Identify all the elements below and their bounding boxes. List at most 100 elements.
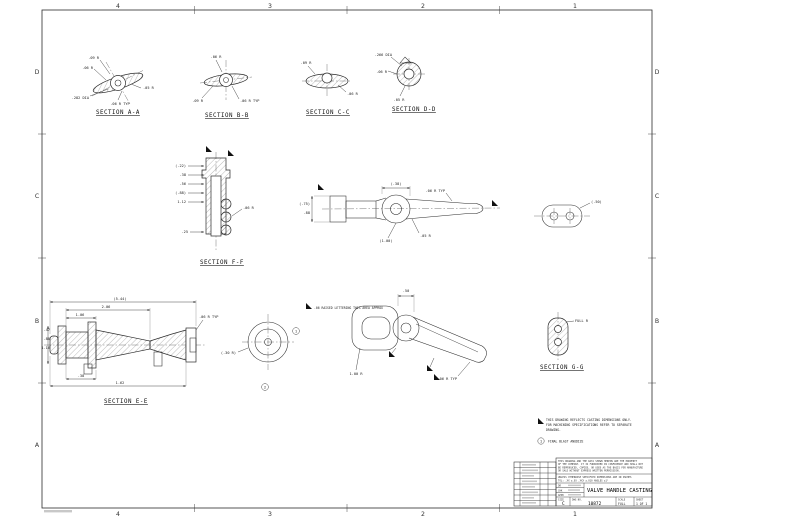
note-ref-circle: 1: [292, 327, 300, 335]
note-ref-circle: 2: [261, 383, 269, 391]
note-line: DRAWING.: [546, 428, 561, 432]
sig-drawn-label: DR: [558, 485, 561, 488]
drawing-title: VALVE HANDLE CASTING: [587, 488, 652, 494]
dim-label: .09 R: [301, 61, 313, 65]
dim-label: .50: [403, 289, 410, 293]
proprietary-note-line: OR SALE WITHOUT EXPRESS WRITTEN PERMISSI…: [558, 470, 620, 473]
zone-top-2: 2: [421, 3, 425, 10]
size-value: C: [562, 501, 565, 507]
section-aa-label: SECTION A-A: [96, 110, 140, 116]
view-handle-plan: .50 1.00 R .06 R TYP: [350, 289, 487, 381]
dim-label: (5.44): [114, 297, 127, 301]
dim-label: .06 R: [347, 92, 359, 96]
dim-label: .38: [78, 374, 85, 378]
dim-label: .06 R: [211, 55, 223, 59]
dim-label: FULL R: [575, 319, 589, 323]
dim-label: .88: [44, 337, 51, 341]
zone-bottom-2: 2: [421, 511, 425, 517]
dim-label: .06 R: [376, 70, 388, 74]
zone-right-a: A: [655, 442, 660, 449]
dim-label: .09 R: [88, 56, 100, 60]
zone-left-d: D: [35, 69, 40, 76]
tolerance-note-line: TOL: .XX ±.03 .XXX ±.010 ANGLES ±1°: [558, 479, 609, 482]
note-line: THIS DRAWING REFLECTS CASTING DIMENSIONS…: [546, 418, 632, 422]
note-ref-number: 1: [295, 330, 297, 334]
dim-label: .25: [182, 230, 189, 234]
dim-label: .06 R TYP: [426, 189, 445, 193]
proprietary-note-line: THIS DRAWING AND THE DATA SHOWN HEREON A…: [558, 460, 638, 463]
datum-flag-icon: [427, 365, 433, 371]
plot-stamp: [44, 510, 72, 513]
dwg-no-label: DWG NO.: [572, 498, 582, 501]
dim-label: (1.00): [380, 239, 393, 243]
dim-label: .282 DIA: [72, 96, 90, 100]
view-section-gg: FULL R SECTION G-G: [540, 312, 589, 371]
view-handle-end: (.50): [534, 200, 602, 228]
proprietary-note-line: OF THE COMPANY. IT IS FURNISHED IN CONFI…: [558, 463, 643, 466]
proprietary-note-line: BE REPRODUCED, COPIED, OR USED AS THE BA…: [558, 466, 643, 469]
section-dd-label: SECTION D-D: [392, 107, 436, 113]
dim-label: .06 R TYP: [240, 99, 259, 103]
sig-appd-label: APPD: [558, 494, 564, 497]
dim-label: .47: [44, 328, 51, 332]
dim-label: .06 R: [82, 66, 94, 70]
section-ff-label: SECTION F-F: [200, 260, 244, 266]
note-ref-circle: 1: [537, 437, 545, 445]
dim-label: .06 R: [243, 206, 255, 210]
view-section-ee: (5.44) 2.06 1.06 .47 .88 1.16 .38 1.62 .…: [41, 297, 218, 405]
datum-flag-icon: [318, 184, 324, 190]
dim-label: .05 R: [420, 234, 432, 238]
datum-flag-icon: [389, 351, 395, 357]
dim-label: (.22): [175, 164, 186, 168]
dim-label: .06 R TYP: [199, 315, 218, 319]
zone-left-b: B: [35, 318, 39, 325]
section-bb-label: SECTION B-B: [205, 113, 249, 119]
dim-label: (.88): [175, 191, 186, 195]
section-ee-label: SECTION E-E: [104, 399, 148, 405]
parts-list-table: [513, 461, 557, 507]
dim-label: 1.12: [177, 200, 186, 204]
zone-right-d: D: [655, 69, 660, 76]
dim-label: 1.62: [116, 381, 125, 385]
zone-left-c: C: [35, 193, 39, 200]
dim-label: .05 R: [143, 86, 155, 90]
dim-label: 2.06: [102, 305, 111, 309]
view-section-bb: .06 R .09 R .06 R TYP SECTION B-B: [192, 55, 259, 119]
dim-label: (.30 R): [221, 351, 236, 355]
dim-label: .06 R TYP: [438, 377, 457, 381]
dim-label: .56: [180, 182, 187, 186]
view-section-ff: (.22) .38 .56 (.88) 1.12 .25 .06 R SECTI…: [175, 146, 255, 266]
zone-top-4: 4: [116, 3, 120, 10]
dim-label: .88: [304, 211, 311, 215]
zone-bottom-3: 3: [268, 511, 272, 517]
dim-label: (.75): [299, 202, 310, 206]
datum-flag-icon: [492, 200, 498, 206]
zone-top-1: 1: [573, 3, 577, 10]
sheet-value: 1 OF 1: [636, 502, 647, 506]
section-cc-label: SECTION C-C: [306, 110, 350, 116]
view-handle-side: (.75) .88 (.38) .06 R TYP (1.00) .05 R: [299, 182, 501, 243]
note-anodize: FINAL BLAST ANODIZE: [548, 439, 584, 443]
raised-lettering-note: .06 RAISED LETTERING THIS AREA APPROX: [314, 306, 383, 310]
dim-label: 1.06: [76, 313, 85, 317]
zone-right-b: B: [655, 318, 659, 325]
dim-label: 1.16: [41, 346, 50, 350]
dim-label: (.50): [591, 200, 602, 204]
dim-label: .06 R TYP: [110, 102, 129, 106]
datum-flag-icon: [228, 150, 234, 156]
dim-label: .09 R: [192, 99, 204, 103]
zone-right-c: C: [655, 193, 659, 200]
note-ref-number: 1: [540, 439, 542, 443]
view-section-dd: .266 DIA .06 R .05 R SECTION D-D: [375, 53, 436, 113]
zone-left-a: A: [35, 442, 40, 449]
zone-bottom-4: 4: [116, 511, 120, 517]
datum-flag-icon: [206, 146, 212, 152]
section-gg-label: SECTION G-G: [540, 365, 584, 371]
scale-label: SCALE: [618, 498, 626, 501]
size-label: SIZE: [558, 498, 564, 501]
zone-top-3: 3: [268, 3, 272, 10]
general-notes: THIS DRAWING REFLECTS CASTING DIMENSIONS…: [537, 418, 632, 445]
scale-value: FULL: [618, 502, 626, 506]
